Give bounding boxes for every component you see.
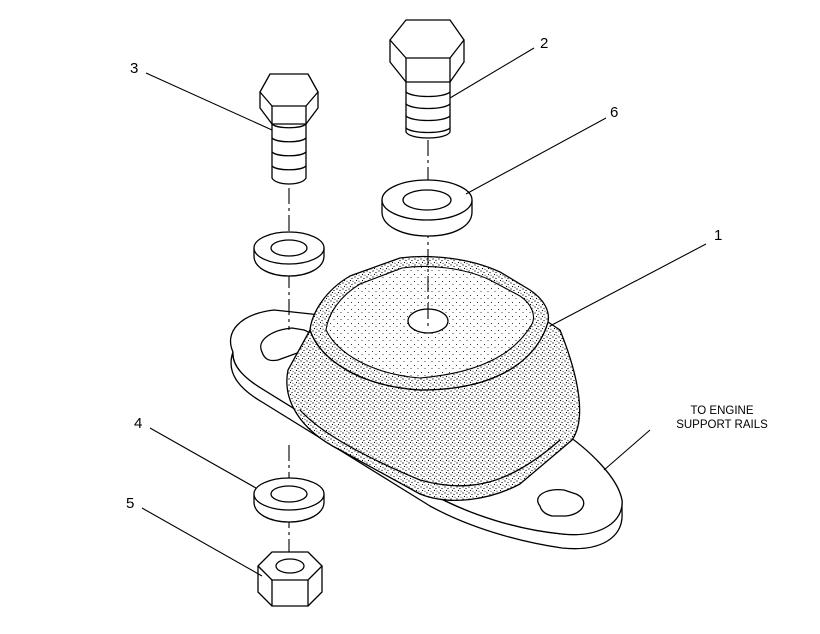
leader-4 [149,427,257,489]
washer-small-upper [253,231,325,277]
bolt-small [259,73,319,185]
leader-6 [465,117,607,195]
hex-nut [257,551,323,607]
washer-large [381,179,473,237]
washer-small-lower [253,477,325,523]
right-mounting-slot [537,489,585,517]
leader-5 [141,507,263,577]
callout-6: 6 [610,104,618,121]
rubber-isolator-body [286,255,581,501]
callout-1: 1 [714,227,722,244]
callout-2: 2 [540,35,548,52]
callout-3: 3 [130,60,138,77]
bolt-large [389,19,465,139]
note-line-2: SUPPORT RAILS [676,419,768,431]
leader-note [603,429,651,471]
callout-4: 4 [134,415,142,432]
callout-5: 5 [126,495,134,512]
leader-lines [141,47,707,577]
note-line-1: TO ENGINE [690,405,753,417]
leader-1 [549,243,707,327]
leader-3 [145,72,273,131]
leader-2 [449,47,535,99]
